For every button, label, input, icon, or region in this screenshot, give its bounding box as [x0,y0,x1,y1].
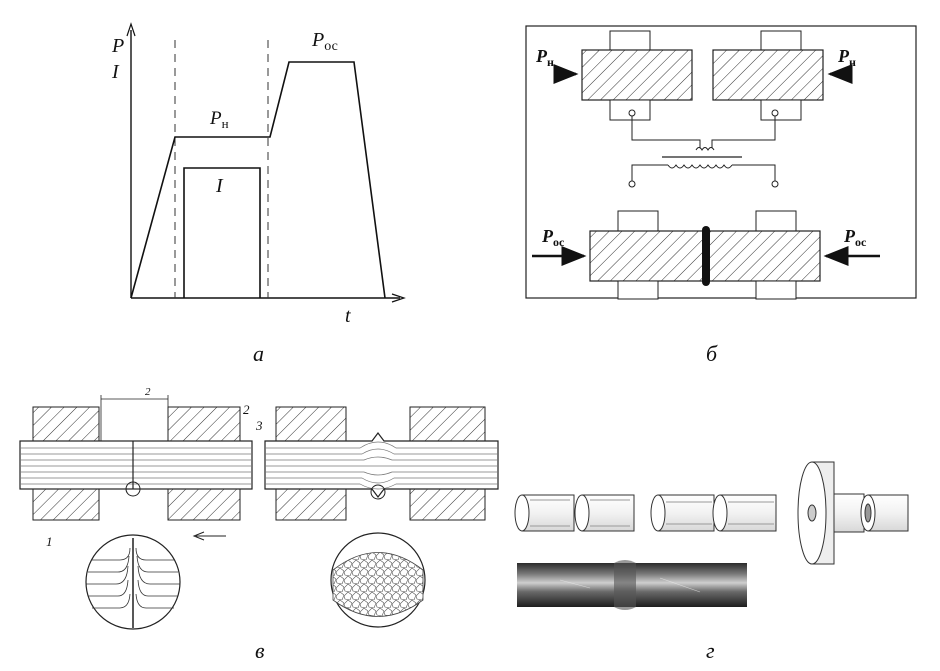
cylinder-billet-2 [574,494,635,532]
weld-joint [702,226,710,286]
panel-label-a: а [253,341,264,366]
right-bottom-clamp-a [275,488,347,521]
label-p-n: Pн [209,108,229,131]
panel-g-parts [514,461,909,610]
current-pulse [183,167,261,298]
label-p-oc: Pос [311,29,338,54]
secondary-coil [667,164,733,169]
flow-lines [86,547,180,609]
grain-structure [332,552,424,617]
pressure-curve [130,61,386,299]
panel-label-b: б [706,341,718,366]
terminal-left-bottom [628,180,636,188]
left-detail-marker [125,481,141,497]
left-bottom-clamp-b [167,488,241,521]
panel-a-graph: P I t Pн Pос I [111,22,406,327]
x-axis-arrow [391,293,406,303]
welded-rod-photo [517,560,747,610]
callout-2: 2 [243,402,250,417]
label-p-oc-right: Pос [843,226,867,249]
lower-right-clamp-bottom [755,280,797,300]
panel-v-sections: 2 2 3 1 [19,386,499,630]
dim-label: 2 [145,386,151,398]
panel-label-g: г [706,638,715,663]
terminal-left-top [628,109,636,117]
primary-coil [695,147,715,151]
cylinder-billet-4 [712,494,777,532]
primary-wires [631,116,776,148]
feed-arrow-head [192,531,205,541]
cylinder-billet-3 [650,494,715,532]
upper-left-clamp-top [609,30,651,51]
upper-right-workpiece [712,49,824,101]
label-p-n-left: Pн [535,46,554,69]
axis-label-p: P [111,35,124,57]
left-rod [19,440,253,490]
right-rod [264,432,499,498]
upper-right-clamp-bottom [760,99,802,121]
right-detail-marker [370,484,386,500]
label-p-n-right: Pн [837,46,856,69]
right-rod-fibres [265,441,498,490]
label-p-oc-left: Pос [541,226,565,249]
left-top-clamp-a [32,406,100,442]
left-top-clamp-b [167,406,241,442]
terminal-right-bottom [771,180,779,188]
right-top-clamp-b [409,406,486,442]
left-rod-fibres [20,447,252,485]
y-axis-arrow [126,22,136,37]
callout-3: 3 [255,418,263,433]
callout-1: 1 [46,534,53,549]
hollow-sleeve [860,494,909,532]
upper-left-workpiece [581,49,693,101]
secondary-wires [631,164,776,181]
upper-left-clamp-bottom [609,99,651,121]
axis-label-t: t [345,305,351,327]
panel-label-v: в [255,638,265,663]
panel-b-schematic: Pн Pн Pос Pос [525,25,917,300]
lower-left-clamp-bottom [617,280,659,300]
lower-left-clamp-top [617,210,659,232]
terminal-right-top [771,109,779,117]
left-bottom-clamp-a [32,488,100,521]
axis-label-i: I [111,61,120,83]
upper-right-clamp-top [760,30,802,51]
label-current: I [215,175,224,197]
lower-right-clamp-top [755,210,797,232]
flange-disc [797,461,865,565]
cylinder-billet-1 [514,494,575,532]
right-top-clamp-a [275,406,347,442]
right-bottom-clamp-b [409,488,486,521]
